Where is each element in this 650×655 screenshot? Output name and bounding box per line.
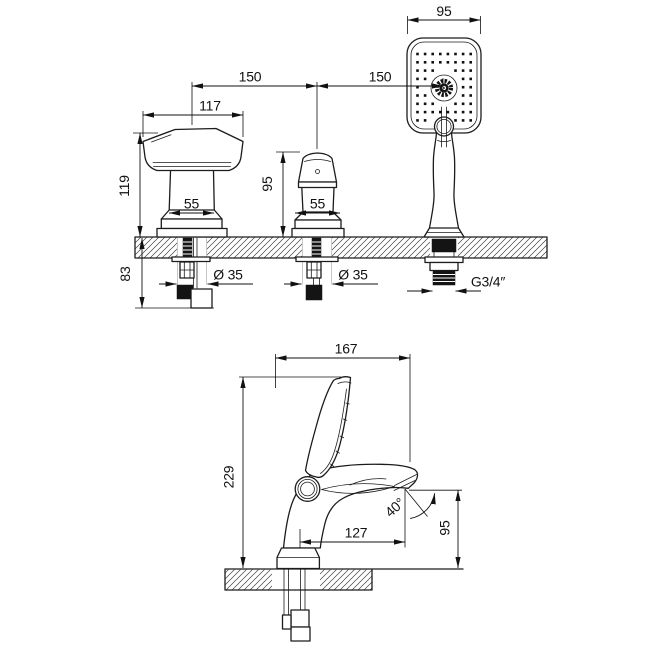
spray-nozzle-dots	[416, 52, 472, 122]
dim-pitch-left: 150	[239, 69, 262, 85]
dim-overall-height: 229	[221, 465, 237, 488]
dim-outlet-height: 95	[437, 520, 453, 536]
side-view-deck	[224, 568, 464, 642]
side-view-dimensions: 167 229 127 95 40°	[221, 341, 462, 568]
dim-spout-hole-diameter: Ø 35	[213, 267, 243, 283]
top-view-dimensions: 95 150 150 117 119 95 55 55 83 Ø 35 Ø 35…	[116, 3, 506, 309]
side-view-body	[276, 376, 419, 570]
dim-shower-head-width: 95	[436, 3, 452, 19]
dim-valve-hole-diameter: Ø 35	[338, 267, 368, 283]
dim-valve-height: 95	[259, 176, 275, 192]
dim-shower-thread: G3/4″	[471, 274, 506, 290]
dim-spout-reach: 127	[345, 525, 368, 541]
dim-valve-base-width: 55	[310, 196, 326, 212]
dim-under-deck-height: 83	[117, 266, 133, 282]
dim-spout-top-width: 117	[199, 98, 221, 114]
dim-stream-angle: 40°	[382, 494, 408, 520]
dim-overall-depth: 167	[335, 341, 358, 357]
dim-spout-height: 119	[116, 175, 132, 197]
valve-front	[291, 152, 345, 301]
dim-spout-base-width: 55	[184, 196, 200, 212]
spout-front	[142, 127, 244, 309]
dim-pitch-right: 150	[369, 69, 392, 85]
